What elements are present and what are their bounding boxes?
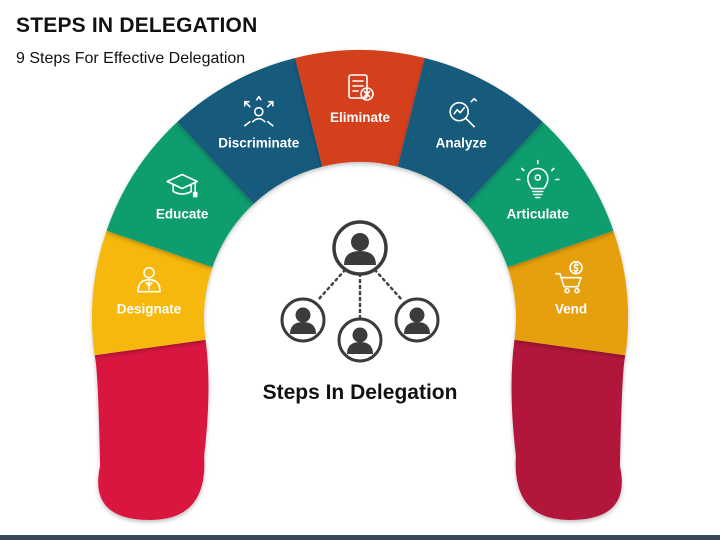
step-segment-automate <box>511 339 626 520</box>
employee-avatar-right-icon <box>394 297 440 343</box>
designate-person-icon <box>137 266 161 293</box>
step-segment-eliminate <box>295 50 425 167</box>
manager-avatar-icon <box>332 220 388 276</box>
analyze-magnifier-chart-icon <box>449 97 478 128</box>
step-segment-analyze <box>397 58 543 204</box>
discriminate-people-arrows-icon <box>243 95 274 127</box>
page-title: STEPS IN DELEGATION <box>16 14 258 37</box>
steps-arch: AutomateEvaluateDesignateEducateDiscrimi… <box>91 50 629 520</box>
step-label-discriminate: Discriminate <box>218 136 300 151</box>
step-label-analyze: Analyze <box>436 136 488 151</box>
step-segment-designate <box>91 230 213 356</box>
step-label-educate: Educate <box>156 207 209 222</box>
step-label-designate: Designate <box>117 302 182 317</box>
employee-avatar-left-icon <box>280 297 326 343</box>
eliminate-document-x-icon <box>348 74 374 101</box>
step-segment-discriminate <box>177 58 323 204</box>
step-label-eliminate: Eliminate <box>330 110 391 125</box>
lightbulb-icon <box>515 159 560 199</box>
step-label-articulate: Articulate <box>507 207 570 222</box>
step-label-vend: Vend <box>555 302 587 317</box>
center-label: Steps In Delegation <box>263 381 458 404</box>
shopping-cart-dollar-icon <box>555 260 583 294</box>
page-subtitle: 9 Steps For Effective Delegation <box>16 50 246 67</box>
step-segment-evaluate <box>94 339 209 520</box>
bottom-accent-bar <box>0 535 720 540</box>
hierarchy-graphic <box>280 220 440 363</box>
employee-avatar-center-icon <box>337 317 383 363</box>
graduation-cap-icon <box>166 173 198 198</box>
